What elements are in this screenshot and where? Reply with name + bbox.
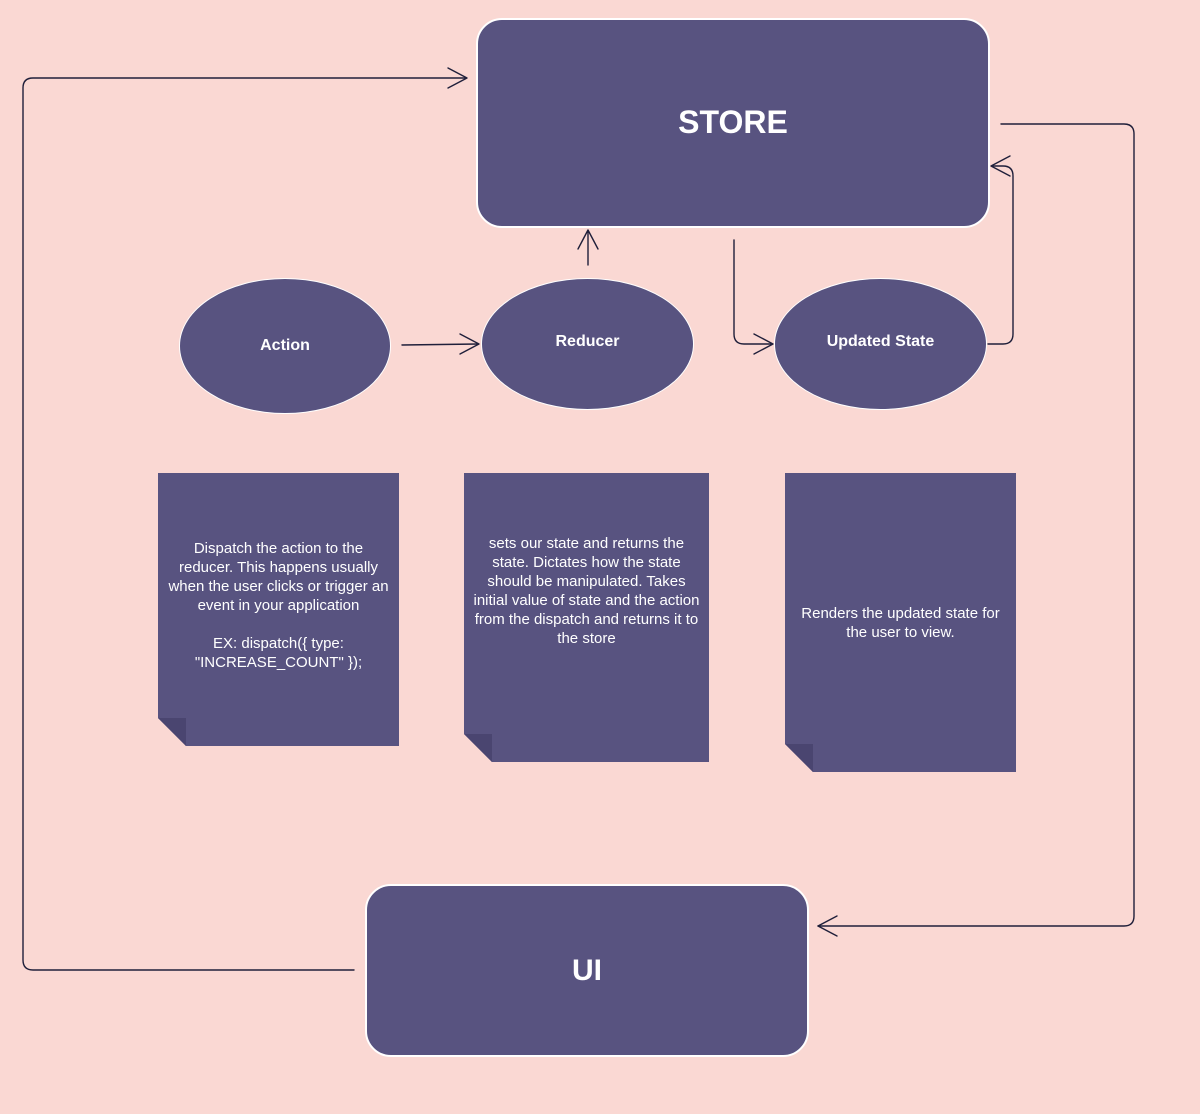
reducer-note-text: sets our state and returns the state. Di… bbox=[473, 534, 700, 647]
arrowhead-reducer-to-store bbox=[577, 229, 599, 250]
action-label: Action bbox=[260, 337, 310, 354]
arrowhead-store-to-updated-state bbox=[753, 333, 774, 355]
reducer-note: sets our state and returns the state. Di… bbox=[464, 473, 709, 762]
updated-state-note-text: Renders the updated state for the user t… bbox=[801, 604, 1000, 641]
action-node: Action bbox=[179, 278, 391, 414]
edge-ui-to-store bbox=[22, 77, 467, 971]
edge-store-to-ui bbox=[817, 123, 1135, 927]
action-note-text: Dispatch the action to the reducer. This… bbox=[168, 540, 389, 671]
store-node: STORE bbox=[476, 18, 990, 228]
arrowhead-updated-state-to-store bbox=[990, 155, 1011, 177]
ui-node: UI bbox=[365, 884, 809, 1057]
edge-updated-state-to-store bbox=[987, 165, 1014, 345]
updated-state-label: Updated State bbox=[826, 333, 935, 350]
updated-state-node: Updated State bbox=[774, 278, 987, 410]
arrowhead-ui-to-store bbox=[447, 67, 468, 89]
arrowhead-action-to-reducer bbox=[459, 333, 480, 355]
edge-action-to-reducer bbox=[401, 343, 479, 346]
updated-state-note: Renders the updated state for the user t… bbox=[785, 473, 1016, 772]
reducer-label: Reducer bbox=[555, 333, 620, 350]
reducer-node: Reducer bbox=[481, 278, 694, 410]
store-label: STORE bbox=[678, 103, 788, 140]
action-note: Dispatch the action to the reducer. This… bbox=[158, 473, 399, 746]
edge-store-to-updated-state bbox=[733, 239, 773, 345]
arrowhead-store-to-ui bbox=[817, 915, 838, 937]
ui-label: UI bbox=[572, 953, 602, 987]
